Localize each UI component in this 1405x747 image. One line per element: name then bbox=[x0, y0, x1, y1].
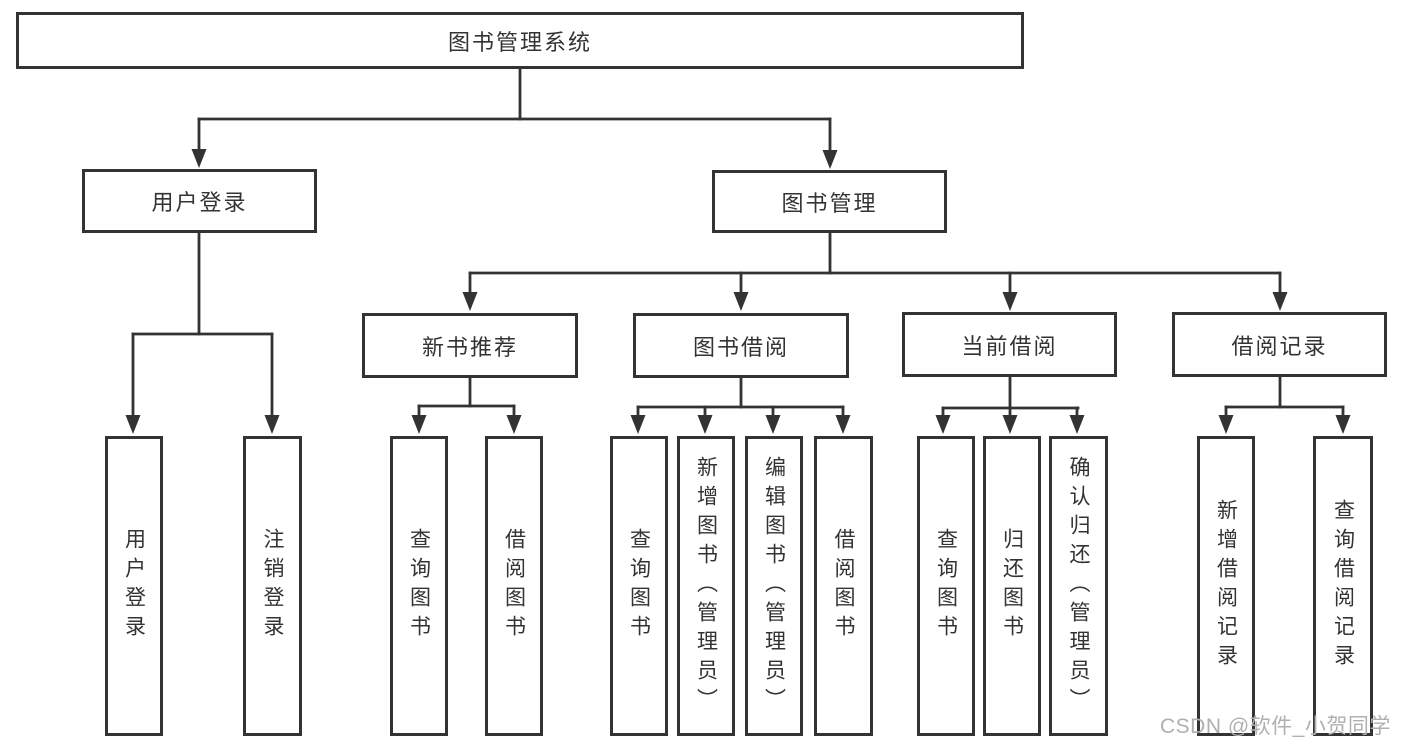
node-label: 新书推荐 bbox=[421, 334, 518, 360]
node-label: 归还图书 bbox=[1000, 528, 1024, 644]
node-label: 图书借阅 bbox=[692, 334, 789, 360]
node-library-management-system: 图书管理系统 bbox=[16, 12, 1024, 69]
node-borrow-book: 借阅图书 bbox=[814, 436, 873, 736]
node-label: 借阅记录 bbox=[1231, 333, 1328, 359]
node-label: 当前借阅 bbox=[961, 333, 1058, 359]
node-add-book-admin: 新增图书（管理员） bbox=[677, 436, 735, 736]
node-query-book: 查询图书 bbox=[390, 436, 448, 736]
node-label: 查询图书 bbox=[407, 528, 431, 644]
node-book-borrowing: 图书借阅 bbox=[633, 313, 849, 378]
node-label: 注销登录 bbox=[261, 528, 284, 644]
node-query-book: 查询图书 bbox=[917, 436, 975, 736]
node-label: 查询图书 bbox=[627, 528, 651, 644]
node-label: 用户登录 bbox=[151, 190, 248, 215]
node-query-borrow-record: 查询借阅记录 bbox=[1313, 436, 1373, 736]
node-label: 查询图书 bbox=[934, 528, 958, 644]
node-label: 新增图书（管理员） bbox=[694, 455, 718, 717]
node-return-book: 归还图书 bbox=[983, 436, 1041, 736]
node-edit-book-admin: 编辑图书（管理员） bbox=[745, 436, 803, 736]
node-query-book: 查询图书 bbox=[610, 436, 668, 736]
node-user-login-module: 用户登录 bbox=[82, 169, 317, 233]
node-label: 查询借阅记录 bbox=[1331, 499, 1355, 673]
node-logout-action: 注销登录 bbox=[243, 436, 302, 736]
node-label: 新增借阅记录 bbox=[1214, 499, 1238, 673]
node-label: 借阅图书 bbox=[502, 528, 526, 644]
node-borrow-book: 借阅图书 bbox=[485, 436, 543, 736]
node-new-book-recommend: 新书推荐 bbox=[362, 313, 578, 378]
node-label: 借阅图书 bbox=[832, 528, 855, 644]
node-current-borrowing: 当前借阅 bbox=[902, 312, 1117, 377]
csdn-watermark: CSDN @软件_小贺同学 bbox=[1160, 715, 1391, 738]
node-book-management-module: 图书管理 bbox=[712, 170, 947, 233]
node-add-borrow-record: 新增借阅记录 bbox=[1197, 436, 1255, 736]
node-label: 用户登录 bbox=[122, 528, 146, 644]
node-confirm-return-admin: 确认归还（管理员） bbox=[1049, 436, 1108, 736]
node-label: 图书管理系统 bbox=[447, 29, 592, 55]
node-label: 确认归还（管理员） bbox=[1067, 455, 1090, 717]
node-label: 编辑图书（管理员） bbox=[762, 455, 786, 717]
node-borrowing-records: 借阅记录 bbox=[1172, 312, 1387, 377]
node-label: 图书管理 bbox=[781, 190, 878, 216]
node-user-login-action: 用户登录 bbox=[105, 436, 163, 736]
